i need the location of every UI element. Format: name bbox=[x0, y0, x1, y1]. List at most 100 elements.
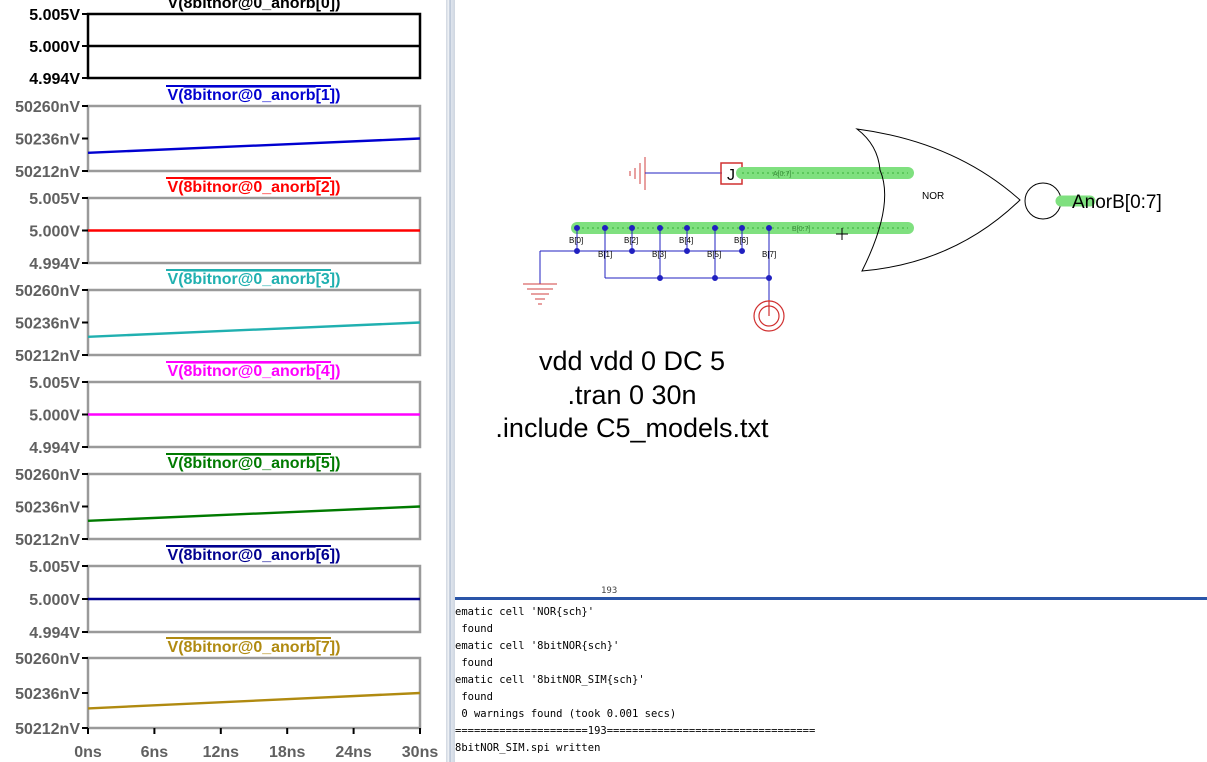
console-line: =====================193================… bbox=[455, 725, 816, 737]
bit-label: B[6] bbox=[734, 236, 748, 245]
waveform-trace-panel[interactable]: 5.005V 5.000V 4.994V V(8bitnor@0_anorb[6]) bbox=[29, 545, 422, 642]
waveform-trace-panel[interactable]: 50260nV50236nV50212nVV(8bitnor@0_anorb[1… bbox=[15, 85, 422, 181]
trace-title: V(8bitnor@0_anorb[6]) bbox=[168, 547, 341, 564]
plot-frame bbox=[86, 472, 422, 541]
trace-title-prefix: V( bbox=[168, 639, 185, 656]
y-tick-label: 50260nV bbox=[15, 99, 80, 116]
trace-title-prefix: V( bbox=[168, 179, 185, 196]
trace-title-signal: 8bitnor@0_anorb bbox=[184, 639, 316, 656]
trace-title-signal: 8bitnor@0_anorb bbox=[184, 455, 316, 472]
y-tick-label: 4.994V bbox=[29, 625, 80, 642]
bit-label: B[7] bbox=[762, 250, 776, 259]
bus-b-label: B[0:7] bbox=[792, 226, 810, 233]
trace-title-signal: 8bitnor@0_anorb bbox=[184, 87, 316, 104]
trace-title-suffix: [4]) bbox=[316, 363, 341, 380]
trace-title-signal: 8bitnor@0_anorb bbox=[184, 271, 316, 288]
trace-title-suffix: [0]) bbox=[316, 0, 341, 12]
bit-labels: B[0] B[1] B[2] B[3] B[4] B[5] B[6] B[7] bbox=[569, 236, 776, 259]
trace-title: V(8bitnor@0_anorb[0]) bbox=[168, 0, 341, 12]
bit-label: B[4] bbox=[679, 236, 693, 245]
y-tick-label: 5.000V bbox=[29, 39, 80, 56]
y-tick-label: 4.994V bbox=[29, 71, 80, 88]
trace-title-suffix: [5]) bbox=[316, 455, 341, 472]
console-line: ematic cell '8bitNOR{sch}' bbox=[455, 640, 620, 652]
bus-a-label: A[0:7] bbox=[773, 171, 791, 178]
plot-frame bbox=[86, 288, 422, 357]
y-tick-label: 50236nV bbox=[15, 132, 80, 149]
bit-label: B[5] bbox=[707, 250, 721, 259]
spice-line: .include C5_models.txt bbox=[495, 413, 769, 443]
trace-title: V(8bitnor@0_anorb[3]) bbox=[168, 271, 341, 288]
y-tick-label: 50236nV bbox=[15, 500, 80, 517]
y-tick-label: 4.994V bbox=[29, 256, 80, 273]
trace-title-prefix: V( bbox=[168, 547, 185, 564]
waveform-trace-panel[interactable]: 5.005V 5.000V 4.994V V(8bitnor@0_anorb[0]) bbox=[29, 0, 422, 88]
bit-label: B[1] bbox=[598, 250, 612, 259]
ground-symbol-left[interactable] bbox=[629, 157, 646, 190]
y-tick-label: 50212nV bbox=[15, 721, 80, 738]
waveform-trace-panel[interactable]: 50260nV 50236nV 50212nV V(8bitnor@0_anorb[7… bbox=[15, 637, 422, 738]
trace-title: V(8bitnor@0_anorb[7]) bbox=[168, 639, 341, 656]
crosshair-cursor bbox=[836, 228, 848, 240]
x-tick-label: 18ns bbox=[269, 744, 306, 761]
spice-line: .tran 0 30n bbox=[567, 380, 696, 410]
trace-title-suffix: [7]) bbox=[316, 639, 341, 656]
console-line: found bbox=[455, 623, 493, 635]
console-line: ematic cell 'NOR{sch}' bbox=[455, 606, 595, 618]
console-line: 8bitNOR_SIM.spi written bbox=[455, 742, 601, 754]
y-tick-label: 5.000V bbox=[29, 408, 80, 425]
y-tick-label: 4.994V bbox=[29, 440, 80, 457]
waveform-trace-panel[interactable]: 50260nV 50236nV 50212nV V(8bitnor@0_anorb[5… bbox=[15, 453, 422, 549]
waveform-plots[interactable]: 5.005V5.000V4.994VV(8bitnor@0_anorb[0])5… bbox=[0, 0, 446, 762]
trace-title-prefix: V( bbox=[168, 271, 185, 288]
trace-title-suffix: [1]) bbox=[316, 87, 341, 104]
waveform-line[interactable] bbox=[87, 505, 421, 522]
bit-label: B[0] bbox=[569, 236, 583, 245]
trace-title: V(8bitnor@0_anorb[1]) bbox=[168, 87, 341, 104]
y-tick-label: 5.000V bbox=[29, 592, 80, 609]
waveform-line[interactable] bbox=[87, 691, 421, 710]
window-splitter[interactable] bbox=[446, 0, 455, 762]
bit-taps[interactable] bbox=[539, 225, 772, 301]
console-top-fragment: 193 bbox=[601, 586, 618, 596]
trace-title-suffix: [3]) bbox=[316, 271, 341, 288]
plot-frame bbox=[86, 656, 422, 730]
plot-frame bbox=[86, 104, 422, 173]
x-tick-label: 24ns bbox=[335, 744, 372, 761]
waveform-line[interactable] bbox=[87, 137, 421, 154]
x-tick-label: 12ns bbox=[203, 744, 240, 761]
y-tick-label: 5.005V bbox=[29, 559, 80, 576]
waveform-trace-panel[interactable]: 50260nV50236nV50212nVV(8bitnor@0_anorb[3… bbox=[15, 269, 422, 365]
trace-title-prefix: V( bbox=[168, 363, 185, 380]
bit-label: B[2] bbox=[624, 236, 638, 245]
y-tick-label: 50212nV bbox=[15, 348, 80, 365]
schematic-canvas[interactable]: J A[0:7] B[0:7] B[0] bbox=[455, 0, 1207, 580]
y-tick-label: 50260nV bbox=[15, 651, 80, 668]
schematic-editor[interactable]: J A[0:7] B[0:7] B[0] bbox=[455, 0, 1207, 580]
console-line: 0 warnings found (took 0.001 secs) bbox=[455, 708, 677, 720]
y-tick-label: 5.005V bbox=[29, 375, 80, 392]
console-text[interactable]: ematic cell 'NOR{sch}' found ematic cell … bbox=[455, 604, 815, 757]
trace-title-signal: 8bitnor@0_anorb bbox=[184, 547, 316, 564]
y-tick-label: 5.000V bbox=[29, 224, 80, 241]
waveform-trace-panel[interactable]: 5.005V 5.000V 4.994V V(8bitnor@0_anorb[4]) bbox=[29, 361, 422, 457]
ground-symbol[interactable] bbox=[523, 283, 557, 305]
y-tick-label: 50212nV bbox=[15, 532, 80, 549]
console-line: ematic cell '8bitNOR_SIM{sch}' bbox=[455, 674, 645, 686]
trace-title-prefix: V( bbox=[168, 87, 185, 104]
vdd-symbol[interactable] bbox=[753, 300, 785, 332]
console-line: found bbox=[455, 691, 493, 703]
y-tick-label: 50236nV bbox=[15, 316, 80, 333]
y-tick-label: 5.005V bbox=[29, 7, 80, 24]
nor-gate[interactable] bbox=[855, 128, 1021, 272]
y-tick-label: 50236nV bbox=[15, 686, 80, 703]
trace-title-suffix: [6]) bbox=[316, 547, 341, 564]
y-tick-label: 50260nV bbox=[15, 467, 80, 484]
trace-title: V(8bitnor@0_anorb[5]) bbox=[168, 455, 341, 472]
trace-title: V(8bitnor@0_anorb[4]) bbox=[168, 363, 341, 380]
waveform-line[interactable] bbox=[87, 321, 421, 338]
trace-title-signal: 8bitnor@0_anorb bbox=[184, 179, 316, 196]
